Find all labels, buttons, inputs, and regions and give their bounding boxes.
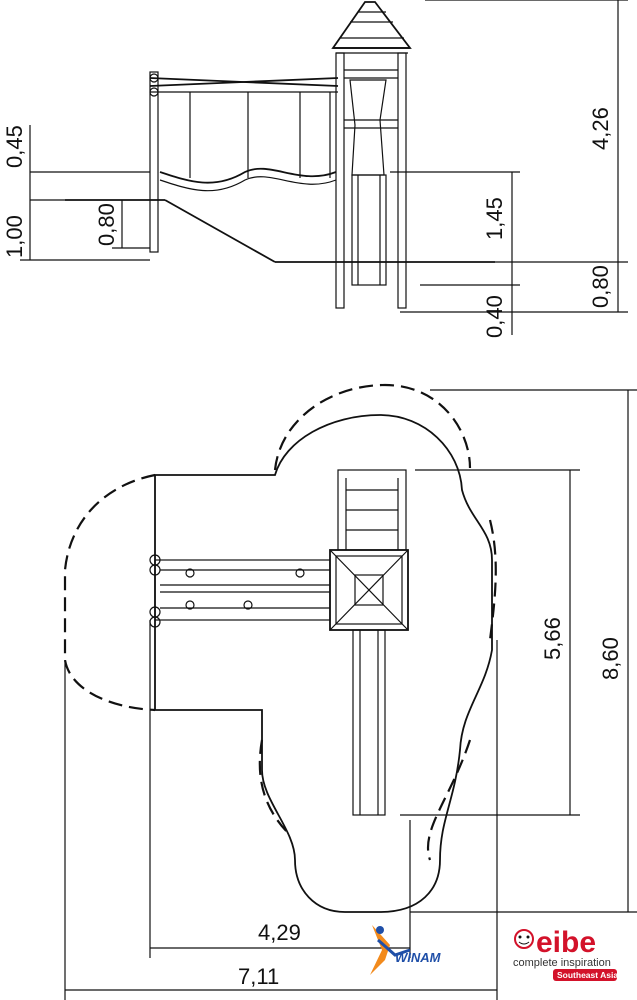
dim-side-0-40: 0,40 xyxy=(482,295,507,338)
winam-logo-text: WINAM xyxy=(395,950,442,965)
tower-post-left xyxy=(335,52,345,309)
dim-side-0-80-right: 0,80 xyxy=(588,265,613,308)
winam-logo: WINAM xyxy=(370,925,442,975)
dim-plan-5-66: 5,66 xyxy=(540,617,565,660)
dim-plan-4-29: 4,29 xyxy=(258,920,301,945)
plan-view: 5,66 8,60 4,29 7,11 xyxy=(63,383,637,1000)
winam-figure-icon xyxy=(370,925,390,975)
side-view: 0,45 1,00 0,80 1,45 0,40 4,26 0,80 xyxy=(2,0,628,338)
dim-plan-7-11: 7,11 xyxy=(238,964,279,989)
safety-zone-dashed xyxy=(63,383,497,861)
slide-exit xyxy=(351,174,387,286)
wobbly-bridge xyxy=(159,167,337,184)
dim-side-1-00: 1,00 xyxy=(2,215,27,258)
dim-side-1-45: 1,45 xyxy=(482,197,507,240)
play-area-outline xyxy=(154,414,493,913)
eibe-tagline: complete inspiration xyxy=(513,957,611,969)
tower-post-right xyxy=(397,52,407,309)
eibe-logo-text: eibe xyxy=(536,926,596,959)
bridge-post-left xyxy=(149,71,159,253)
region-badge xyxy=(553,969,617,981)
eibe-logo: eibe complete inspiration Southeast Asia xyxy=(513,926,618,981)
dim-plan-8-60: 8,60 xyxy=(598,637,623,680)
bridge-plan xyxy=(154,559,331,621)
region-badge-text: Southeast Asia xyxy=(557,970,618,980)
dim-side-0-45: 0,45 xyxy=(2,125,27,168)
ramp-slope xyxy=(164,199,276,263)
ladder-plan xyxy=(337,469,407,551)
dim-side-0-80-left: 0,80 xyxy=(94,203,119,246)
dim-side-4-26: 4,26 xyxy=(588,107,613,150)
slide-plan xyxy=(352,629,386,816)
tower-roof xyxy=(331,1,412,49)
eibe-face-icon xyxy=(514,929,534,949)
